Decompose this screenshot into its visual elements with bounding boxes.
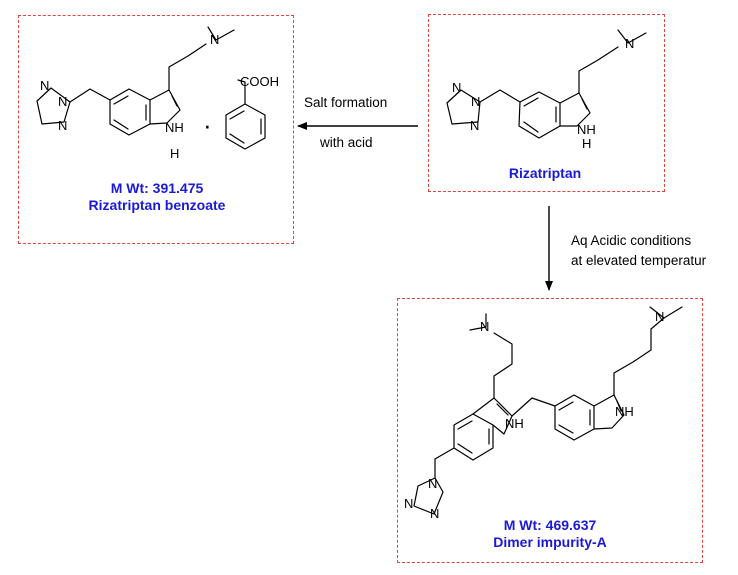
acidic-conditions-label: Aq Acidic conditions — [571, 233, 692, 248]
dimer-right-indole-nh: NH — [615, 404, 634, 419]
rizatriptan-triazole-n1: N — [471, 94, 480, 109]
benzoate-mw: M Wt: 391.475 — [110, 180, 204, 196]
rizatriptan-amine-n: N — [625, 36, 634, 51]
with-acid-label: with acid — [320, 135, 373, 150]
dimer-left-amine-n: N — [480, 319, 489, 334]
benzoate-indole-h: H — [170, 146, 179, 161]
benzoate-indole-nh: NH — [165, 120, 184, 135]
dimer-name: Dimer impurity-A — [493, 534, 607, 550]
dimer-triazole-n4: N — [404, 496, 413, 511]
benzoic-acid-cooh: COOH — [240, 74, 279, 89]
salt-formation-label: Salt formation — [304, 95, 388, 110]
dimer-mw: M Wt: 469.637 — [503, 517, 597, 533]
rizatriptan-triazole-n2: N — [470, 118, 479, 133]
dimer-structure: N N NH NH N N N — [404, 306, 683, 521]
dimer-box — [397, 298, 703, 563]
dimer-triazole-n1: N — [428, 476, 437, 491]
benzoate-box — [18, 15, 294, 244]
rizatriptan-triazole-n4: N — [452, 80, 461, 95]
rizatriptan-indole-h: H — [582, 136, 591, 151]
rizatriptan-indole-nh: NH — [577, 122, 596, 137]
rizatriptan-structure: N N N N NH H — [446, 29, 647, 151]
rizatriptan-name: Rizatriptan — [508, 165, 582, 181]
benzoate-triazole-n1: N — [58, 94, 67, 109]
benzoate-name: Rizatriptan benzoate — [88, 197, 226, 213]
dimer-right-amine-n: N — [655, 309, 664, 324]
benzoate-amine-n: N — [210, 32, 219, 47]
dimer-triazole-n2: N — [430, 506, 439, 521]
dimer-caption: M Wt: 469.637 Dimer impurity-A — [450, 517, 650, 551]
rizatriptan-caption: Rizatriptan — [450, 165, 640, 182]
dimer-left-indole-nh: NH — [505, 416, 524, 431]
salt-dot: · — [203, 110, 212, 140]
elevated-temperature-label: at elevated temperatur — [571, 253, 707, 268]
benzoate-triazole-n2: N — [58, 118, 67, 133]
benzoate-structure: N N N N NH H · COOH — [36, 26, 279, 161]
benzoate-caption: M Wt: 391.475 Rizatriptan benzoate — [50, 180, 264, 214]
rizatriptan-box — [428, 14, 665, 192]
benzoate-triazole-n4: N — [40, 78, 49, 93]
